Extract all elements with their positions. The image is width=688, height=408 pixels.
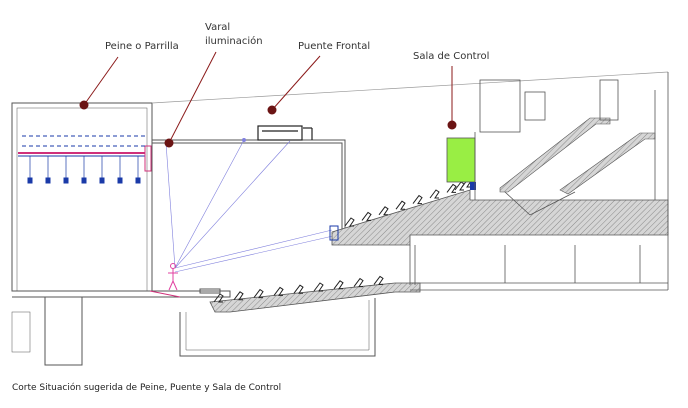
- label-varal-1: Varal: [205, 22, 231, 33]
- seat-icon: [293, 284, 304, 294]
- spotlight-icon: [99, 177, 105, 184]
- spotlight-icon: [27, 177, 33, 184]
- seat-icon: [313, 282, 324, 292]
- seat-icon: [395, 200, 406, 210]
- seat-icon: [273, 286, 284, 296]
- label-puente: Puente Frontal: [298, 41, 371, 52]
- proscenium-wall: [151, 71, 669, 236]
- lower-structure: [409, 72, 669, 291]
- label-sala: Sala de Control: [413, 51, 490, 62]
- fly-tower: [11, 102, 153, 292]
- bridge-spot: [242, 138, 246, 142]
- marker-dot: [267, 105, 277, 115]
- spotlight-icon: [135, 177, 141, 184]
- spotlight-icon: [63, 177, 69, 184]
- marker-dot: [79, 100, 89, 110]
- seat-icon: [412, 194, 423, 205]
- upper-stair-structure: [474, 79, 656, 216]
- figure-caption: Corte Situación sugerida de Peine, Puent…: [12, 383, 282, 393]
- seat-icon: [253, 288, 264, 299]
- grid-rigging: [18, 135, 152, 184]
- seat-icon: [373, 275, 384, 285]
- seat-icon: [344, 217, 355, 227]
- spotlight-icon: [81, 177, 87, 184]
- spotlight-icon: [117, 177, 123, 184]
- seat-icon: [353, 277, 364, 288]
- front-bridge: [257, 125, 313, 141]
- seat-icon: [446, 183, 457, 193]
- seat-icon: [233, 291, 244, 301]
- balcony: [329, 178, 669, 246]
- marker-dot: [164, 138, 174, 148]
- seat-icon: [361, 211, 372, 221]
- spotlight-icon: [45, 177, 51, 184]
- annotation-leaders: [83, 51, 453, 144]
- control-room: [446, 137, 476, 190]
- performer-figure: [168, 263, 178, 291]
- stage-floor: [11, 288, 231, 366]
- label-varal-2: iluminación: [205, 36, 263, 47]
- light-beams: [165, 139, 334, 273]
- marker-dot: [447, 120, 457, 130]
- seat-icon: [213, 293, 224, 303]
- stalls: [179, 275, 421, 357]
- label-peine: Peine o Parrilla: [105, 41, 179, 52]
- seat-icon: [378, 206, 389, 216]
- seat-icon: [429, 189, 440, 199]
- seat-icon: [333, 280, 344, 290]
